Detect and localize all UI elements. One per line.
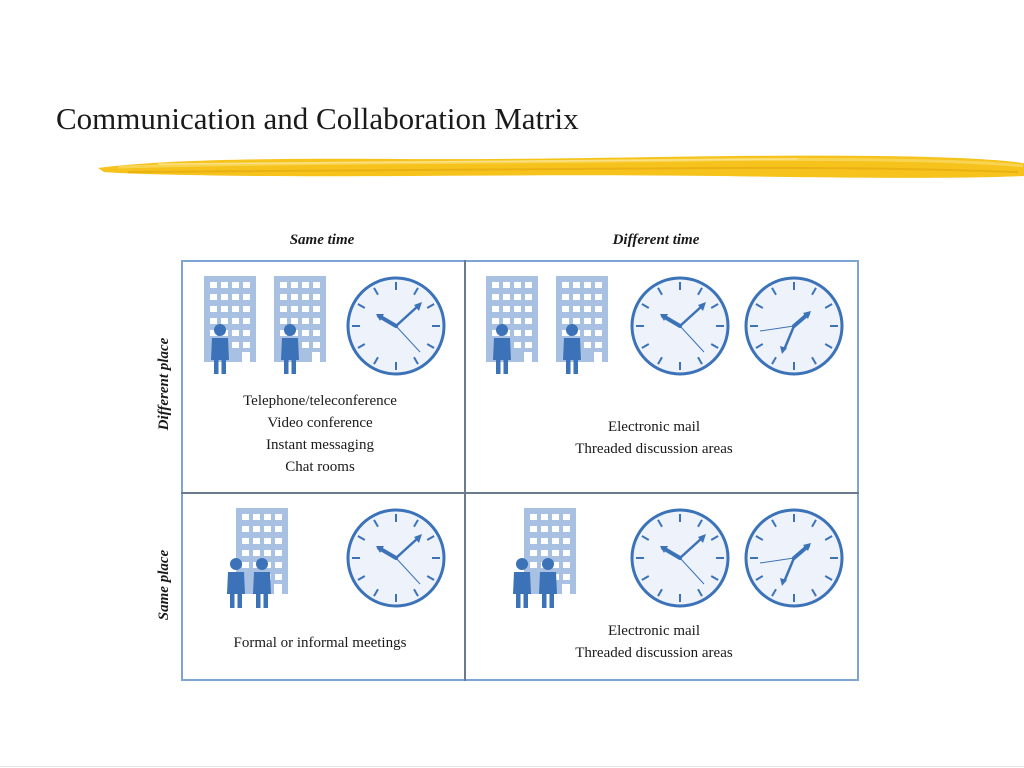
clock-icon (348, 278, 444, 374)
illustration-different-place-different-time (486, 276, 850, 380)
column-header-same-time: Same time (289, 232, 355, 248)
cell-item: Instant messaging (266, 437, 374, 453)
cell-item: Telephone/teleconference (243, 393, 397, 409)
row-header-different-place: Different place (156, 337, 172, 431)
cell-item: Video conference (267, 415, 373, 431)
cell-item: Formal or informal meetings (233, 635, 407, 651)
illustration-same-place-same-time (227, 508, 456, 608)
cell-same-place-same-time: Formal or informal meetings (200, 632, 440, 654)
row-header-same-place: Same place (156, 549, 172, 621)
clock-icon (632, 510, 728, 606)
cell-item: Electronic mail (607, 419, 701, 435)
cell-different-place-different-time: Electronic mail Threaded discussion area… (534, 416, 774, 460)
clock-icon (746, 278, 842, 374)
matrix-horizontal-divider (181, 492, 859, 494)
cell-item: Electronic mail (607, 623, 701, 639)
cell-item: Threaded discussion areas (575, 441, 733, 457)
illustration-different-place-same-time (204, 276, 456, 380)
clock-icon (348, 510, 444, 606)
matrix-vertical-divider (464, 260, 466, 681)
highlight-brush-stroke (98, 155, 1024, 178)
cell-item: Threaded discussion areas (575, 645, 733, 661)
clock-icon (746, 510, 842, 606)
clock-icon (632, 278, 728, 374)
cell-item: Chat rooms (285, 459, 355, 475)
cell-different-place-same-time: Telephone/teleconference Video conferenc… (200, 390, 440, 478)
cell-same-place-different-time: Electronic mail Threaded discussion area… (534, 620, 774, 664)
column-header-different-time: Different time (612, 232, 700, 248)
illustration-same-place-different-time (513, 508, 850, 608)
matrix-frame (181, 260, 859, 681)
footer-divider (0, 766, 1024, 767)
slide-title: Communication and Collaboration Matrix (56, 101, 579, 136)
